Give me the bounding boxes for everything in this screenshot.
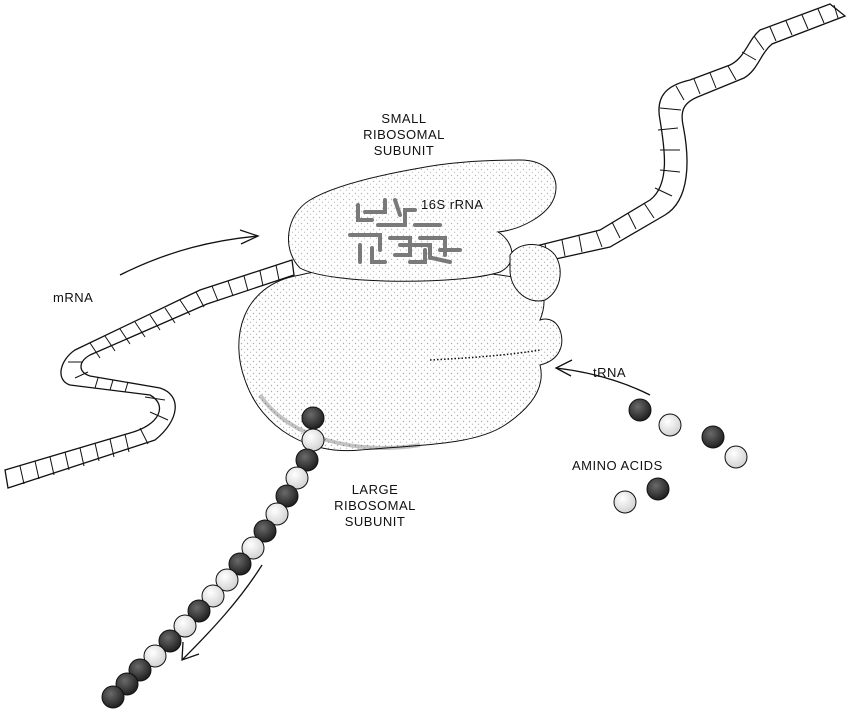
mrna-ribbon-right-tail — [511, 3, 847, 269]
large-subunit-label-line2: RIBOSOMAL — [334, 498, 416, 513]
amino-acid-bead — [101, 685, 125, 709]
polypeptide-direction-arrow — [181, 564, 263, 661]
amino-acid-bead — [143, 644, 167, 668]
small-subunit-label-line2: RIBOSOMAL — [363, 127, 445, 142]
trna-label: tRNA — [593, 365, 626, 380]
amino-acid-bead — [215, 568, 239, 592]
small-subunit-label-line3: SUBUNIT — [374, 143, 435, 158]
rrna-label: 16S rRNA — [421, 197, 484, 212]
amino-acid-bead — [724, 445, 748, 469]
mrna-ribbon — [4, 3, 847, 489]
amino-acid-bead — [628, 398, 652, 422]
large-subunit-label-line1: LARGE — [352, 482, 399, 497]
amino-acid-bead — [187, 599, 211, 623]
amino-acid-bead — [295, 448, 319, 472]
amino-acid-bead — [613, 490, 637, 514]
amino-acid-bead — [301, 428, 325, 452]
rrna-16s-structure — [348, 198, 462, 264]
mrna-label: mRNA — [53, 290, 93, 305]
amino-acids-label: AMINO ACIDS — [572, 458, 663, 473]
large-ribosomal-subunit — [238, 267, 563, 452]
small-ribosomal-subunit — [288, 159, 561, 302]
amino-acid-bead — [285, 466, 309, 490]
mrna-ribbon-left-tail — [4, 259, 295, 489]
amino-acid-bead — [253, 519, 277, 543]
amino-acid-bead — [158, 629, 182, 653]
amino-acid-bead — [701, 425, 725, 449]
small-subunit-label-line1: SMALL — [381, 111, 426, 126]
amino-acid-bead — [201, 584, 225, 608]
amino-acid-bead — [241, 536, 265, 560]
free-amino-acids — [613, 398, 748, 514]
amino-acid-bead — [228, 552, 252, 576]
trna-entry-arrow — [554, 359, 651, 396]
amino-acid-bead — [658, 413, 682, 437]
mrna-direction-arrow — [119, 229, 260, 276]
labels: SMALL RIBOSOMAL SUBUNIT 16S rRNA mRNA tR… — [53, 111, 663, 529]
amino-acid-bead — [301, 406, 325, 430]
amino-acid-bead — [275, 484, 299, 508]
amino-acid-bead — [646, 477, 670, 501]
amino-acid-bead — [173, 614, 197, 638]
large-subunit-label-line3: SUBUNIT — [345, 514, 406, 529]
amino-acid-bead — [265, 502, 289, 526]
polypeptide-chain — [101, 406, 325, 709]
